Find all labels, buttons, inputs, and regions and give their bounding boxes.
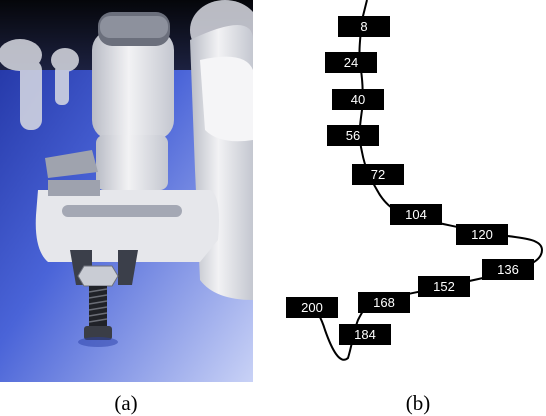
step-label-200: 200 — [286, 297, 338, 318]
step-box — [325, 52, 377, 73]
step-label-104: 104 — [390, 204, 442, 225]
step-label-56: 56 — [327, 125, 379, 146]
step-text: 120 — [471, 227, 493, 242]
step-box — [390, 204, 442, 225]
step-box — [482, 259, 534, 280]
step-text: 56 — [346, 128, 360, 143]
step-text: 184 — [354, 327, 376, 342]
step-box — [418, 276, 470, 297]
step-label-24: 24 — [325, 52, 377, 73]
step-box — [332, 89, 384, 110]
step-text: 24 — [344, 55, 358, 70]
step-label-8: 8 — [338, 16, 390, 37]
step-text: 8 — [360, 19, 367, 34]
step-label-184: 184 — [339, 324, 391, 345]
step-text: 40 — [351, 92, 365, 107]
step-box — [352, 164, 404, 185]
robot-photo — [0, 0, 253, 382]
step-label-152: 152 — [418, 276, 470, 297]
step-box — [338, 16, 390, 37]
step-label-168: 168 — [358, 292, 410, 313]
step-box — [339, 324, 391, 345]
step-text: 152 — [433, 279, 455, 294]
step-box — [286, 297, 338, 318]
robot-arm-gripper-screw-photo — [0, 0, 253, 382]
trajectory-svg: 8 24 40 56 72 104 120 136 152 168 184 200 — [286, 0, 544, 361]
step-text: 168 — [373, 295, 395, 310]
step-box — [456, 224, 508, 245]
step-box — [327, 125, 379, 146]
step-label-40: 40 — [332, 89, 384, 110]
caption-a: (a) — [114, 391, 138, 415]
step-text: 104 — [405, 207, 427, 222]
trajectory-diagram: 8 24 40 56 72 104 120 136 152 168 184 200 — [270, 0, 546, 382]
step-box — [358, 292, 410, 313]
step-text: 72 — [371, 167, 385, 182]
step-label-72: 72 — [352, 164, 404, 185]
step-label-120: 120 — [456, 224, 508, 245]
step-text: 136 — [497, 262, 519, 277]
caption-b: (b) — [405, 391, 431, 415]
step-label-136: 136 — [482, 259, 534, 280]
step-text: 200 — [301, 300, 323, 315]
